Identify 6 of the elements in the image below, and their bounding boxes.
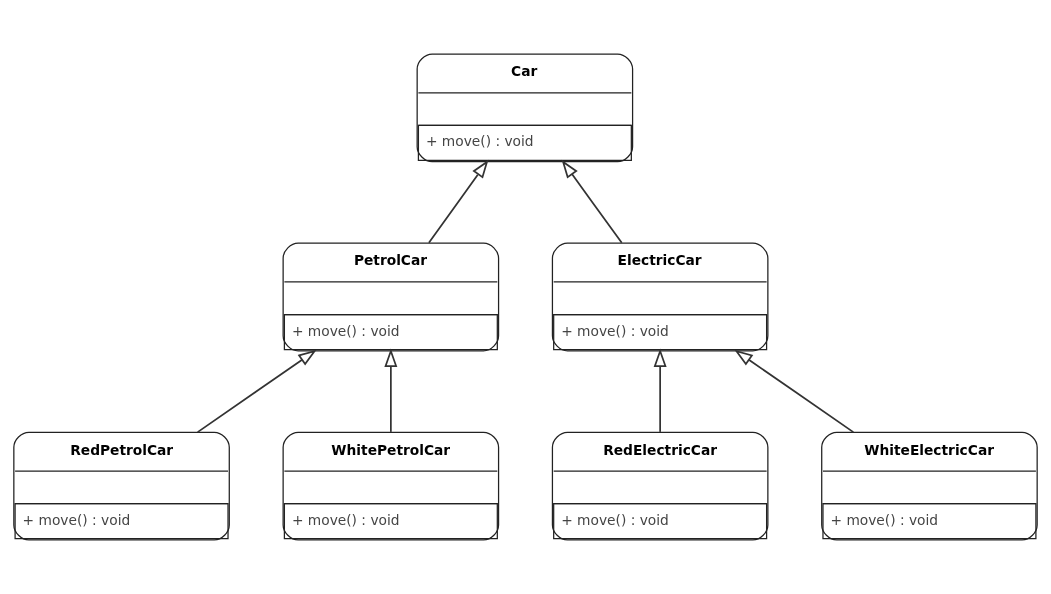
arrow: [428, 159, 489, 244]
arrow: [384, 348, 398, 433]
arrow: [653, 348, 667, 433]
arrow: [196, 349, 317, 434]
arrow: [561, 159, 623, 244]
arrow: [734, 349, 855, 434]
